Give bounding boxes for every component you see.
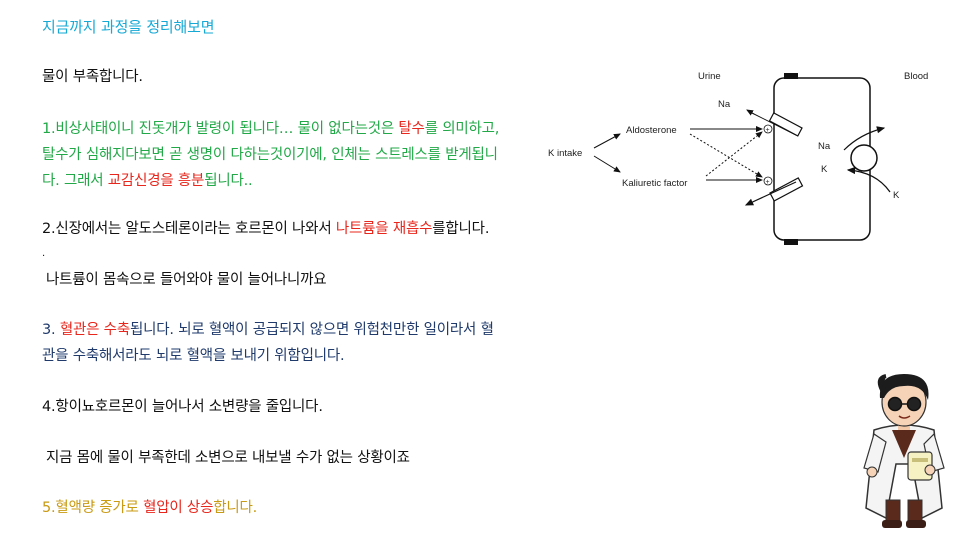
highlight-bp-rise: 혈압이 상승 bbox=[143, 500, 214, 516]
text-segment: 5.혈액량 증가로 bbox=[42, 500, 144, 516]
k-channel bbox=[769, 177, 804, 202]
glasses-right-lens bbox=[906, 396, 922, 412]
text-segment: 다. 그래서 bbox=[42, 173, 108, 189]
glasses-left-lens bbox=[887, 396, 903, 412]
right-leg bbox=[907, 499, 923, 523]
kaliuretic-to-na-dotted bbox=[705, 131, 763, 177]
line-step1-b: 탈수가 심해지다보면 곧 생명이 다하는것이기에, 인체는 스트레스를 받게됩니 bbox=[42, 147, 498, 163]
k-secretion-arrow bbox=[744, 181, 797, 206]
label-k-right: K bbox=[821, 164, 828, 175]
label-blood: Blood bbox=[904, 71, 928, 82]
line-step1-c: 다. 그래서 교감신경을 흥분됩니다.. bbox=[42, 171, 253, 191]
hair-tuft bbox=[877, 374, 887, 391]
na-channel bbox=[768, 112, 803, 137]
line-step1-a: 1.비상사태이니 진돗개가 발령이 됩니다… 물이 없다는것은 탈수를 의미하고… bbox=[42, 119, 499, 139]
line-step4-note: 지금 몸에 물이 부족한데 소변으로 내보낼 수가 없는 상황이죠 bbox=[46, 450, 410, 466]
right-shoe bbox=[906, 520, 926, 528]
label-urine: Urine bbox=[698, 71, 721, 82]
text-segment: 됩니다.. bbox=[204, 173, 253, 189]
lab-coat bbox=[865, 424, 943, 520]
label-kaliuretic: Kaliuretic factor bbox=[622, 178, 687, 189]
cup-label bbox=[912, 458, 928, 462]
plus-sign-bottom bbox=[763, 176, 773, 186]
na-arrow bbox=[746, 109, 755, 116]
na-out-arrow bbox=[843, 126, 886, 151]
line-water-shortage: 물이 부족합니다. bbox=[42, 69, 143, 85]
smile bbox=[898, 415, 911, 419]
line-step3-b: 관을 수축해서라도 뇌로 혈액을 보내기 위함입니다. bbox=[42, 348, 345, 364]
plus-sign-top bbox=[763, 124, 773, 134]
arrow-to-aldosterone bbox=[593, 133, 621, 149]
aldo-to-k-dotted bbox=[689, 133, 763, 178]
plus-glyph-bottom: + bbox=[766, 179, 770, 186]
page-title: 지금까지 과정을 정리해보면 bbox=[42, 18, 215, 36]
text-segment: 를 의미하고, bbox=[424, 121, 500, 137]
label-na-top: Na bbox=[718, 99, 731, 110]
shirt bbox=[892, 430, 916, 458]
line-step4: 4.항이뇨호르몬이 늘어나서 소변량을 줄입니다. bbox=[42, 399, 323, 415]
text-segment: 3. bbox=[42, 322, 60, 338]
doctor-character-illustration bbox=[863, 374, 945, 528]
highlight-vasoconstriction: 혈관은 수축 bbox=[59, 322, 130, 338]
line-step3-a: 3. 혈관은 수축됩니다. 뇌로 혈액이 공급되지 않으면 위험천만한 일이라서… bbox=[42, 320, 494, 340]
line-step2: 2.신장에서는 알도스테론이라는 호르몬이 나와서 나트륨을 재흡수를합니다. bbox=[42, 219, 489, 239]
label-k-intake: K intake bbox=[548, 148, 582, 159]
highlight-dehydration: 탈수 bbox=[398, 121, 425, 137]
text-segment: 2.신장에서는 알도스테론이라는 호르몬이 나와서 bbox=[42, 221, 336, 237]
left-shoe bbox=[882, 520, 902, 528]
text-segment: 1.비상사태이니 진돗개가 발령이 됩니다… 물이 없다는것은 bbox=[42, 121, 399, 137]
junction-top bbox=[784, 73, 798, 79]
highlight-sympathetic: 교감신경을 흥분 bbox=[107, 173, 205, 189]
plus-glyph-top: + bbox=[766, 127, 770, 134]
label-k-bottom: K bbox=[893, 190, 900, 201]
text-segment: 를합니다. bbox=[432, 221, 490, 237]
left-leg bbox=[885, 499, 901, 523]
hair bbox=[879, 374, 929, 400]
line-step5: 5.혈액량 증가로 혈압이 상승합니다. bbox=[42, 498, 257, 518]
left-arm bbox=[863, 433, 887, 473]
text-segment: 합니다. bbox=[213, 500, 258, 516]
line-step2-note: 나트륨이 몸속으로 들어와야 물이 늘어나니까요 bbox=[46, 272, 327, 288]
line-dot: . bbox=[42, 248, 45, 259]
na-k-pump bbox=[850, 144, 878, 172]
text-segment: 됩니다. 뇌로 혈액이 공급되지 않으면 위험천만한 일이라서 혈 bbox=[129, 322, 494, 338]
label-aldosterone: Aldosterone bbox=[626, 125, 677, 136]
label-na-right: Na bbox=[818, 141, 831, 152]
highlight-sodium-reabsorption: 나트륨을 재흡수 bbox=[335, 221, 433, 237]
arrow-to-kaliuretic bbox=[593, 155, 621, 173]
junction-bottom bbox=[784, 239, 798, 245]
kidney-potassium-diagram: Urine Blood Na + + K intake Aldosterone … bbox=[548, 71, 928, 245]
k-in-arrow bbox=[846, 166, 891, 193]
left-hand bbox=[866, 466, 878, 478]
right-hand bbox=[924, 464, 936, 476]
